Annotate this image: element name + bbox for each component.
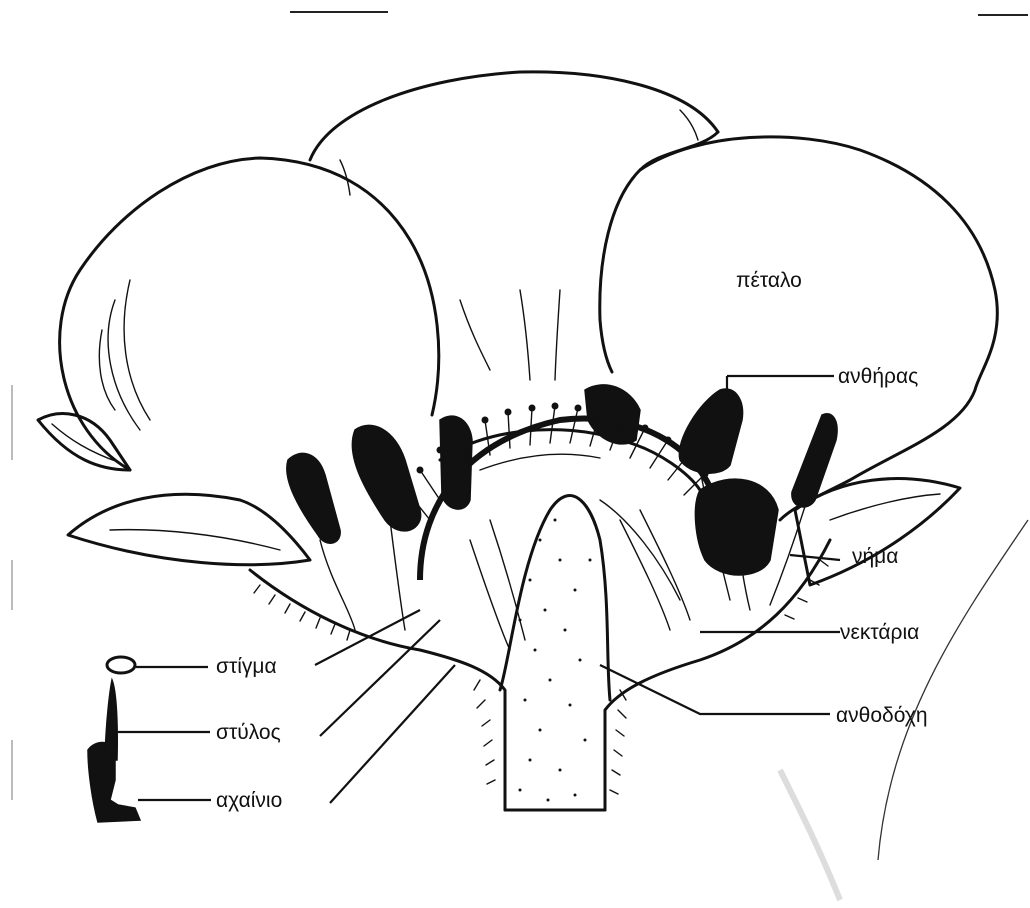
leader-filament — [790, 555, 840, 560]
anther-1 — [287, 453, 340, 543]
anther-6 — [695, 479, 778, 575]
label-stigma: στίγμα — [216, 656, 277, 677]
label-petal: πέταλο — [736, 270, 802, 291]
petals — [60, 72, 998, 520]
leader-receptacle — [600, 665, 830, 714]
leader-stigma — [315, 610, 420, 665]
anther-7 — [792, 414, 837, 507]
label-style: στύλος — [216, 722, 281, 743]
label-receptacle: ανθοδόχη — [836, 705, 928, 726]
label-nectaries: νεκτάρια — [840, 622, 919, 643]
scan-marks — [12, 12, 1028, 900]
stamens — [287, 385, 837, 630]
label-achene: αχαίνιο — [216, 790, 282, 811]
label-anther: ανθήρας — [838, 366, 918, 387]
label-filament: νήμα — [852, 546, 898, 567]
leader-style — [320, 620, 440, 736]
leader-achene — [330, 665, 455, 803]
pistil-detail — [88, 657, 140, 822]
anther-2 — [352, 425, 420, 531]
